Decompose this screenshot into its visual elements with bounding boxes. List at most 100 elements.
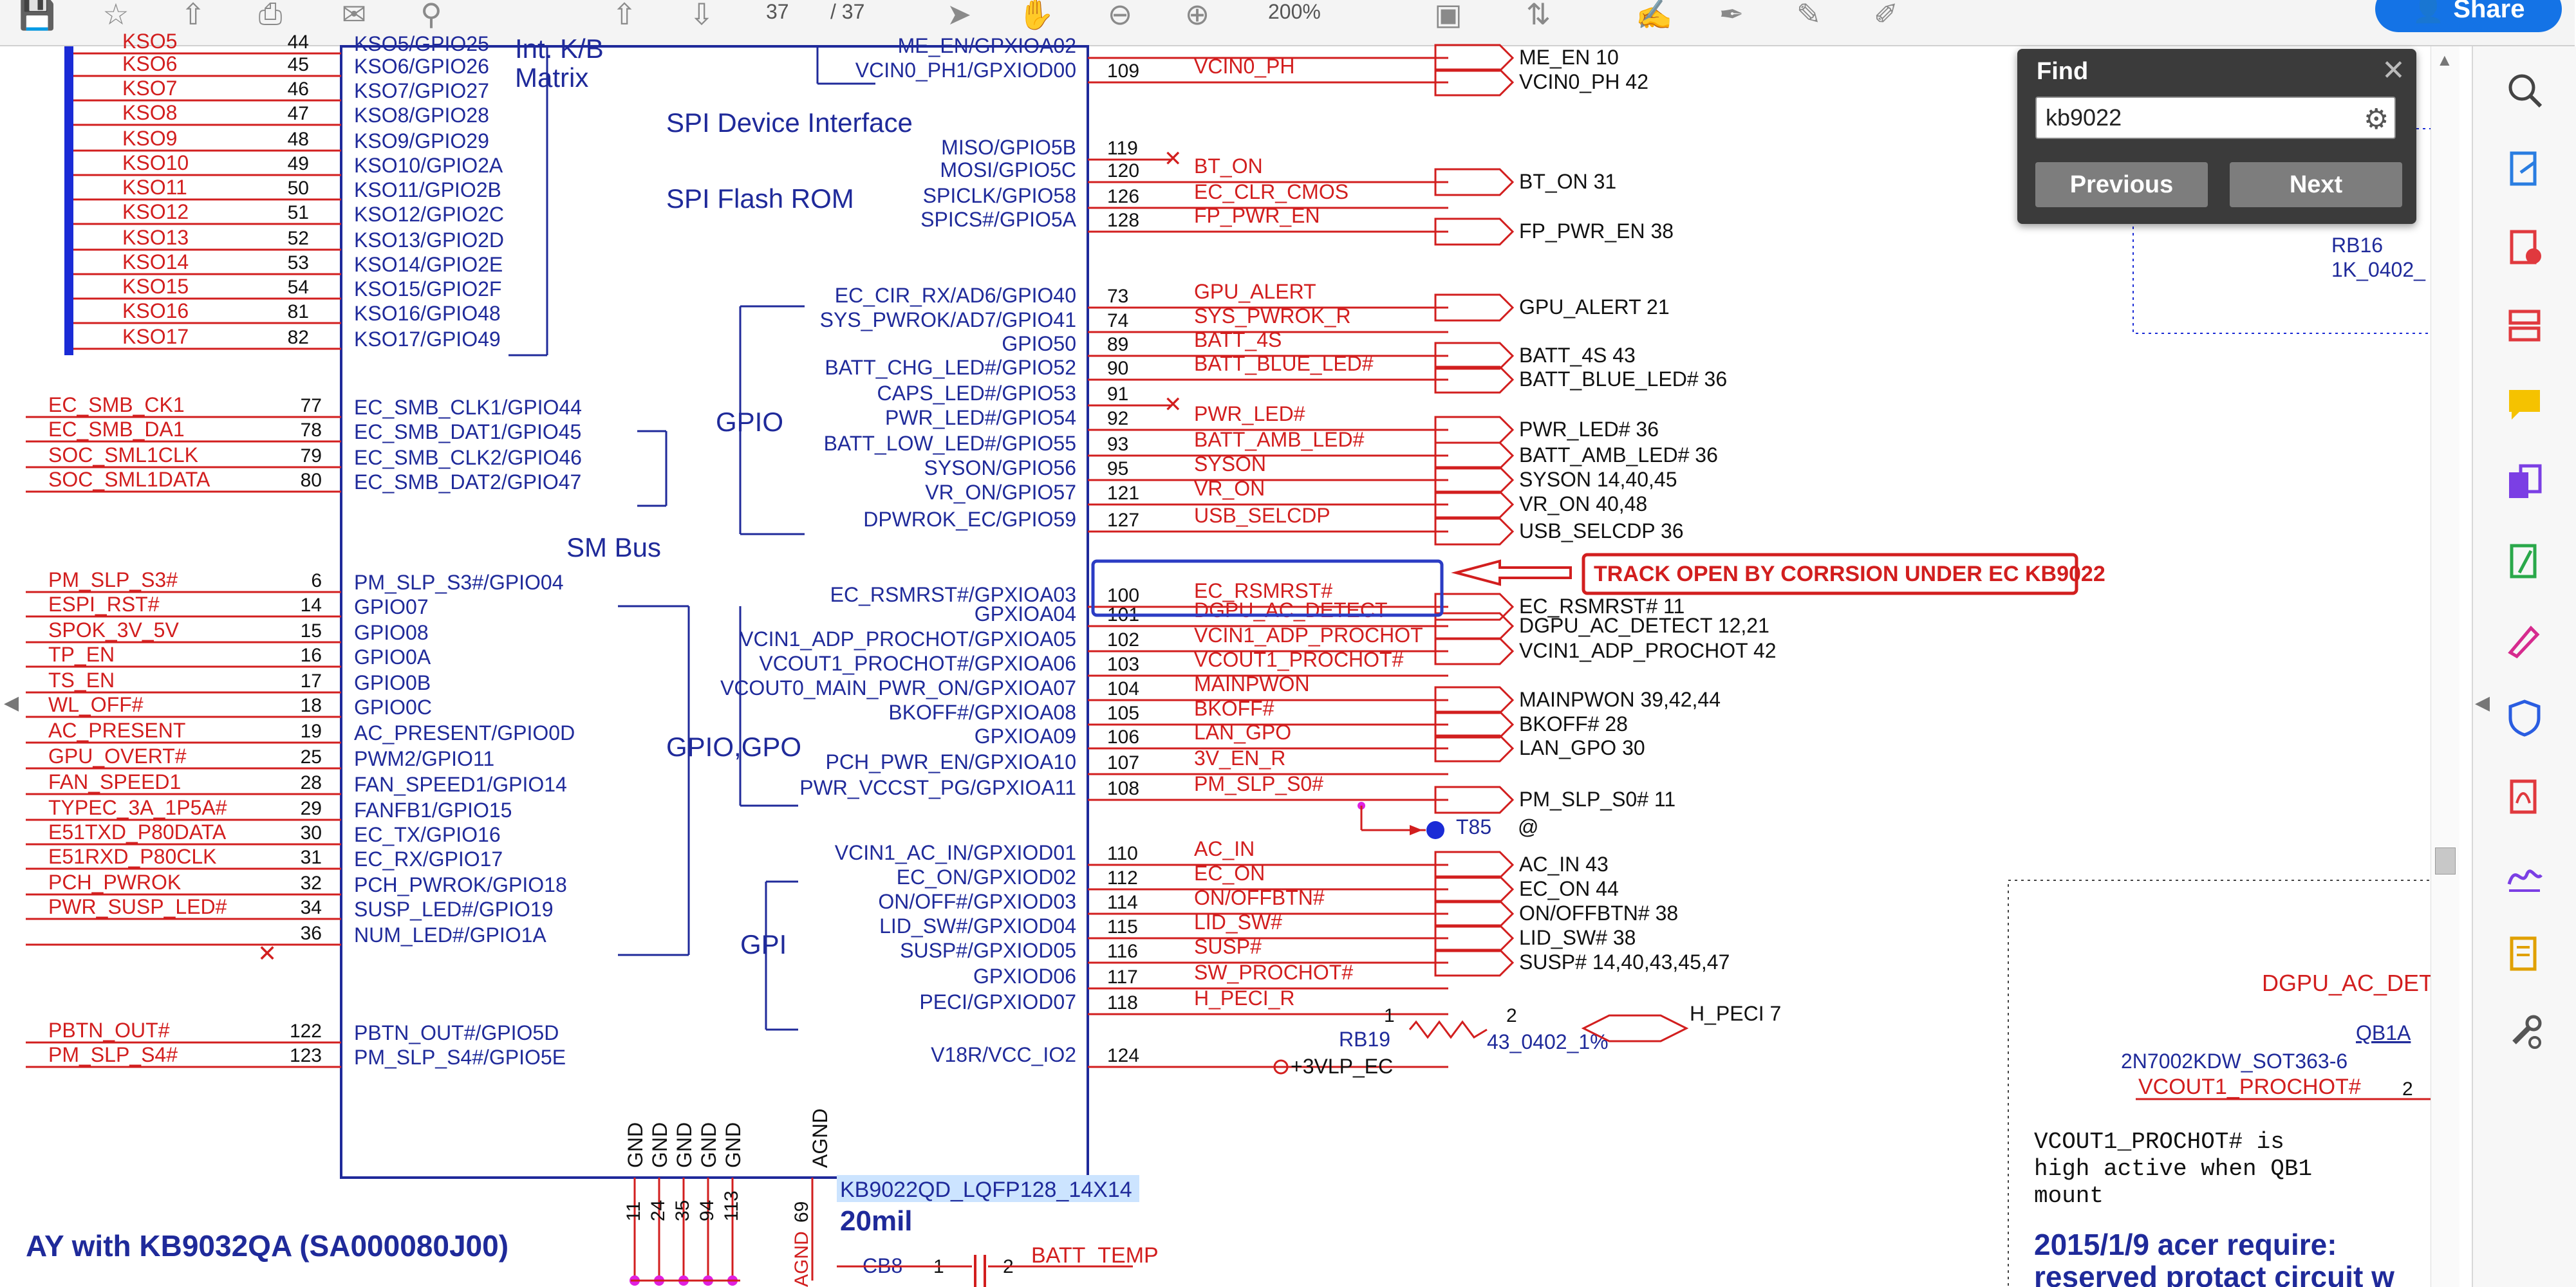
offpage-connector: [1434, 851, 1515, 879]
group-label-spi-flash: SPI Flash ROM: [666, 183, 854, 214]
star-icon[interactable]: ☆: [102, 0, 129, 31]
rb19-value: 43_0402_1%: [1487, 1030, 1609, 1053]
find-input[interactable]: [2035, 97, 2396, 139]
right-pin-number: 102: [1107, 629, 1139, 651]
comment-tool-icon[interactable]: [2499, 378, 2550, 430]
cb8-net: BATT_TEMP: [1031, 1243, 1159, 1268]
signature-icon[interactable]: [2499, 849, 2550, 901]
highlight-box: [1091, 559, 1444, 617]
more-tools-icon[interactable]: [2499, 1006, 2550, 1058]
left-chip-pin: FANFB1/GPIO15: [354, 799, 512, 822]
right-chip-pin: VCIN0_PH1/GPXIOD00: [855, 59, 1076, 82]
edit-pdf-icon[interactable]: [2499, 535, 2550, 587]
offpage-connector: [1434, 786, 1515, 814]
group-label-sm-bus: SM Bus: [566, 532, 661, 562]
left-chip-pin: KSO16/GPIO48: [354, 302, 501, 325]
draw-icon[interactable]: ✎: [1796, 0, 1822, 31]
pdf-icon[interactable]: [2499, 771, 2550, 822]
right-chip-pin: VCIN1_ADP_PROCHOT/GPXIOA05: [740, 627, 1076, 651]
previous-button[interactable]: Previous: [2035, 162, 2208, 207]
gnd-label: GND: [722, 1122, 745, 1168]
offpage-connector: [1434, 710, 1515, 739]
fit-page-icon[interactable]: ▣: [1434, 0, 1462, 31]
left-net-label: PM_SLP_S4#: [48, 1043, 178, 1066]
right-output-label: VCIN0_PH 42: [1519, 70, 1648, 93]
right-output-label: FP_PWR_EN 38: [1519, 219, 1674, 243]
highlight-icon[interactable]: ✒: [1719, 0, 1744, 31]
comment-icon[interactable]: ✍: [1636, 0, 1673, 31]
left-chip-pin: PM_SLP_S4#/GPIO5E: [354, 1046, 566, 1069]
left-net-label: EC_SMB_DA1: [48, 418, 185, 441]
print-icon[interactable]: ⎙: [258, 0, 283, 30]
annotation-box: [1582, 553, 2078, 595]
select-arrow-icon[interactable]: ➤: [946, 0, 972, 31]
right-net-label: BT_ON: [1194, 154, 1263, 178]
left-chip-pin: GPIO07: [354, 595, 429, 618]
combine-files-icon[interactable]: [2499, 457, 2550, 508]
next-page-icon[interactable]: ⇩: [689, 0, 714, 31]
left-chip-pin: KSO14/GPIO2E: [354, 253, 503, 276]
left-chip-pin: KSO8/GPIO28: [354, 104, 489, 127]
organize-pages-icon[interactable]: [2499, 300, 2550, 351]
right-chip-pin: VCOUT1_PROCHOT#/GPXIOA06: [759, 652, 1076, 675]
right-panel-toggle-icon[interactable]: ◀: [2475, 692, 2490, 714]
zoom-search-icon[interactable]: ⚲: [420, 0, 442, 31]
right-output-label: LID_SW# 38: [1519, 926, 1636, 949]
upload-icon[interactable]: ⇧: [180, 0, 206, 31]
close-icon[interactable]: ✕: [2382, 55, 2405, 86]
left-net-label: KSO13: [122, 226, 189, 249]
offpage-connector: [1434, 490, 1515, 519]
gnd-label: GND: [648, 1122, 671, 1168]
left-net-label: PM_SLP_S3#: [48, 568, 178, 591]
next-button[interactable]: Next: [2230, 162, 2402, 207]
left-pin-number: 54: [288, 277, 309, 298]
left-pin-number: 31: [301, 847, 322, 868]
mail-icon[interactable]: ✉: [341, 0, 367, 31]
zoom-in-icon[interactable]: ⊕: [1184, 0, 1210, 31]
zoom-out-icon[interactable]: ⊖: [1107, 0, 1133, 31]
scroll-up-icon[interactable]: ▲: [2436, 50, 2453, 69]
group-label-gpio: GPIO: [716, 407, 783, 437]
gear-icon[interactable]: ⚙: [2364, 104, 2389, 135]
scroll-mode-icon[interactable]: ⇅: [1526, 0, 1551, 31]
scrollbar-thumb[interactable]: [2435, 847, 2456, 875]
left-chip-pin: EC_SMB_DAT2/GPIO47: [354, 470, 581, 494]
page-current[interactable]: 37: [766, 0, 789, 23]
right-pin-number: 118: [1107, 992, 1138, 1014]
offpage-connector: [1434, 612, 1515, 640]
export-pdf-icon[interactable]: [2499, 143, 2550, 194]
left-chip-pin: FAN_SPEED1/GPIO14: [354, 773, 567, 796]
right-pin-number: 114: [1107, 892, 1138, 913]
offpage-connector: [1581, 1014, 1689, 1042]
right-net-label: H_PECI_R: [1194, 986, 1295, 1010]
right-pin-number: 106: [1107, 727, 1139, 748]
left-pin-number: 52: [288, 228, 309, 249]
share-button[interactable]: 👤 Share: [2375, 0, 2562, 32]
prev-page-icon[interactable]: ⇧: [611, 0, 637, 31]
gnd-pin-number: 24: [648, 1200, 669, 1221]
vertical-scrollbar[interactable]: ▲: [2431, 46, 2459, 1287]
left-chip-pin: KSO10/GPIO2A: [354, 154, 503, 177]
no-connect-mark: ✕: [1164, 147, 1182, 171]
left-pin-number: 15: [301, 620, 322, 642]
create-pdf-icon[interactable]: [2499, 221, 2550, 273]
save-icon[interactable]: 💾: [19, 0, 56, 31]
request-sign-icon[interactable]: [2499, 928, 2550, 979]
sign-icon[interactable]: ✐: [1873, 0, 1899, 31]
find-title: Find: [2037, 58, 2089, 85]
fill-sign-icon[interactable]: [2499, 614, 2550, 665]
right-net-label: BATT_AMB_LED#: [1194, 428, 1365, 451]
left-panel-toggle-icon[interactable]: ◀: [4, 692, 19, 714]
right-output-label: GPU_ALERT 21: [1519, 295, 1670, 319]
protect-icon[interactable]: [2499, 692, 2550, 744]
zoom-level[interactable]: 200%: [1268, 0, 1321, 23]
left-net-label: KSO12: [122, 200, 189, 223]
agnd-net: AGND: [791, 1231, 812, 1287]
search-tool-icon[interactable]: [2499, 64, 2550, 116]
offpage-connector: [1434, 44, 1515, 72]
right-chip-pin: MOSI/GPIO5C: [940, 158, 1076, 181]
hand-icon[interactable]: ✋: [1018, 0, 1055, 31]
left-chip-pin: PCH_PWROK/GPIO18: [354, 873, 567, 896]
right-output-label: SYSON 14,40,45: [1519, 468, 1677, 491]
